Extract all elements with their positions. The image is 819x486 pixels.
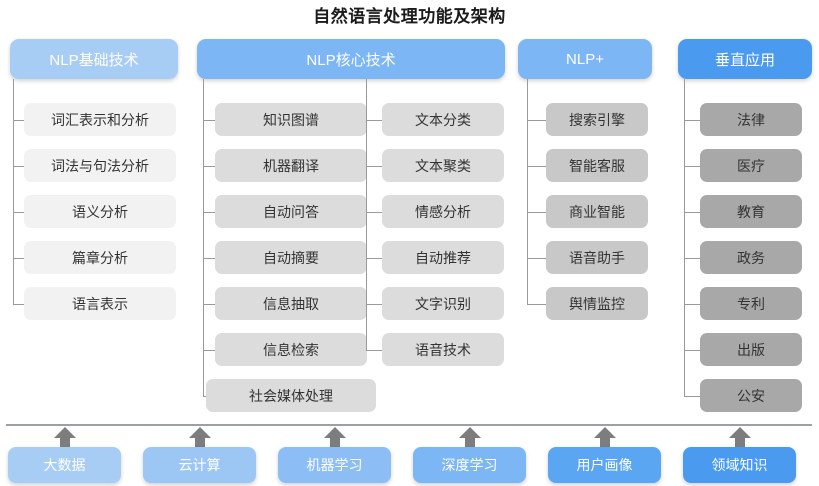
connector-branch-vertical-apps-0-0 xyxy=(684,119,700,121)
foundation-arrow-3 xyxy=(458,427,481,448)
leaf-nlp-core-2[interactable]: 情感分析 xyxy=(382,195,504,228)
connector-branch-nlp-plus-0-4 xyxy=(527,303,546,305)
connector-trunk-nlp-plus-0 xyxy=(527,79,528,304)
leaf-nlp-core-0[interactable]: 文本分类 xyxy=(382,103,504,136)
leaf-nlp-basic-1[interactable]: 词法与句法分析 xyxy=(24,149,176,182)
leaf-nlp-core-1[interactable]: 机器翻译 xyxy=(215,149,367,182)
leaf-vertical-apps-1[interactable]: 医疗 xyxy=(700,149,802,182)
arrow-up-icon xyxy=(53,427,76,438)
column-header-nlp-plus[interactable]: NLP+ xyxy=(518,39,652,79)
foundation-item-1[interactable]: 云计算 xyxy=(143,447,256,483)
connector-branch-nlp-core-0-0 xyxy=(203,119,215,121)
connector-branch-vertical-apps-0-3 xyxy=(684,257,700,259)
leaf-nlp-core-0[interactable]: 知识图谱 xyxy=(215,103,367,136)
connector-branch-vertical-apps-0-4 xyxy=(684,303,700,305)
connector-branch-nlp-core-1-4 xyxy=(366,303,382,305)
arrow-up-icon xyxy=(593,427,616,438)
connector-branch-nlp-basic-0-3 xyxy=(13,257,24,259)
leaf-vertical-apps-6[interactable]: 公安 xyxy=(700,379,802,412)
arrow-stem xyxy=(599,437,610,448)
connector-branch-vertical-apps-0-2 xyxy=(684,211,700,213)
connector-branch-nlp-core-1-1 xyxy=(366,165,382,167)
connector-branch-vertical-apps-0-6 xyxy=(684,395,700,397)
column-header-vertical-apps[interactable]: 垂直应用 xyxy=(678,39,812,79)
connector-branch-nlp-core-1-3 xyxy=(366,257,382,259)
arrow-stem xyxy=(464,437,475,448)
foundation-item-5[interactable]: 领域知识 xyxy=(683,447,796,483)
leaf-vertical-apps-2[interactable]: 教育 xyxy=(700,195,802,228)
leaf-nlp-core-5[interactable]: 语音技术 xyxy=(382,333,504,366)
arrow-up-icon xyxy=(323,427,346,438)
connector-branch-nlp-core-0-2 xyxy=(203,211,215,213)
arrow-up-icon xyxy=(188,427,211,438)
page-title: 自然语言处理功能及架构 xyxy=(313,7,506,26)
foundation-item-4[interactable]: 用户画像 xyxy=(548,447,661,483)
connector-branch-nlp-basic-0-2 xyxy=(13,211,24,213)
connector-branch-nlp-core-1-0 xyxy=(366,119,382,121)
connector-branch-nlp-core-0-3 xyxy=(203,257,215,259)
column-header-nlp-core[interactable]: NLP核心技术 xyxy=(197,39,505,79)
connector-branch-nlp-plus-0-1 xyxy=(527,165,546,167)
leaf-vertical-apps-4[interactable]: 专利 xyxy=(700,287,802,320)
leaf-nlp-basic-3[interactable]: 篇章分析 xyxy=(24,241,176,274)
foundation-item-3[interactable]: 深度学习 xyxy=(413,447,526,483)
foundation-item-0[interactable]: 大数据 xyxy=(8,447,121,483)
arrow-stem xyxy=(59,437,70,448)
foundation-arrow-2 xyxy=(323,427,346,448)
connector-branch-nlp-core-0-1 xyxy=(203,165,215,167)
leaf-nlp-core-5[interactable]: 信息检索 xyxy=(215,333,367,366)
leaf-nlp-basic-0[interactable]: 词汇表示和分析 xyxy=(24,103,176,136)
leaf-nlp-basic-2[interactable]: 语义分析 xyxy=(24,195,176,228)
connector-branch-nlp-core-1-2 xyxy=(366,211,382,213)
arrow-stem xyxy=(734,437,745,448)
leaf-vertical-apps-5[interactable]: 出版 xyxy=(700,333,802,366)
connector-branch-nlp-basic-0-4 xyxy=(13,303,24,305)
leaf-nlp-core-3[interactable]: 自动推荐 xyxy=(382,241,504,274)
foundation-divider xyxy=(6,424,812,426)
connector-branch-nlp-core-0-5 xyxy=(203,349,215,351)
foundation-arrow-5 xyxy=(728,427,751,448)
column-header-nlp-basic[interactable]: NLP基础技术 xyxy=(10,39,178,79)
connector-branch-nlp-core-0-6 xyxy=(203,395,206,397)
connector-branch-nlp-basic-0-1 xyxy=(13,165,24,167)
connector-branch-nlp-core-0-4 xyxy=(203,303,215,305)
leaf-nlp-core-6[interactable]: 社会媒体处理 xyxy=(206,379,376,412)
leaf-nlp-plus-1[interactable]: 智能客服 xyxy=(546,149,648,182)
connector-trunk-nlp-basic-0 xyxy=(13,79,14,304)
connector-trunk-vertical-apps-0 xyxy=(684,79,685,396)
connector-trunk-nlp-core-0 xyxy=(203,79,204,396)
arrow-up-icon xyxy=(728,427,751,438)
connector-trunk-nlp-core-1 xyxy=(366,79,367,350)
leaf-nlp-plus-2[interactable]: 商业智能 xyxy=(546,195,648,228)
foundation-arrow-4 xyxy=(593,427,616,448)
leaf-nlp-plus-3[interactable]: 语音助手 xyxy=(546,241,648,274)
arrow-stem xyxy=(194,437,205,448)
leaf-nlp-core-2[interactable]: 自动问答 xyxy=(215,195,367,228)
arrow-up-icon xyxy=(458,427,481,438)
connector-branch-nlp-plus-0-2 xyxy=(527,211,546,213)
connector-branch-nlp-basic-0-0 xyxy=(13,119,24,121)
connector-branch-nlp-plus-0-0 xyxy=(527,119,546,121)
connector-branch-vertical-apps-0-1 xyxy=(684,165,700,167)
foundation-item-2[interactable]: 机器学习 xyxy=(278,447,391,483)
leaf-nlp-core-4[interactable]: 信息抽取 xyxy=(215,287,367,320)
connector-branch-nlp-core-1-5 xyxy=(366,349,382,351)
foundation-arrow-0 xyxy=(53,427,76,448)
leaf-vertical-apps-3[interactable]: 政务 xyxy=(700,241,802,274)
leaf-nlp-basic-4[interactable]: 语言表示 xyxy=(24,287,176,320)
leaf-nlp-core-4[interactable]: 文字识别 xyxy=(382,287,504,320)
foundation-arrow-1 xyxy=(188,427,211,448)
leaf-nlp-core-1[interactable]: 文本聚类 xyxy=(382,149,504,182)
connector-branch-vertical-apps-0-5 xyxy=(684,349,700,351)
leaf-nlp-plus-4[interactable]: 舆情监控 xyxy=(546,287,648,320)
connector-branch-nlp-plus-0-3 xyxy=(527,257,546,259)
leaf-vertical-apps-0[interactable]: 法律 xyxy=(700,103,802,136)
arrow-stem xyxy=(329,437,340,448)
leaf-nlp-plus-0[interactable]: 搜索引擎 xyxy=(546,103,648,136)
leaf-nlp-core-3[interactable]: 自动摘要 xyxy=(215,241,367,274)
